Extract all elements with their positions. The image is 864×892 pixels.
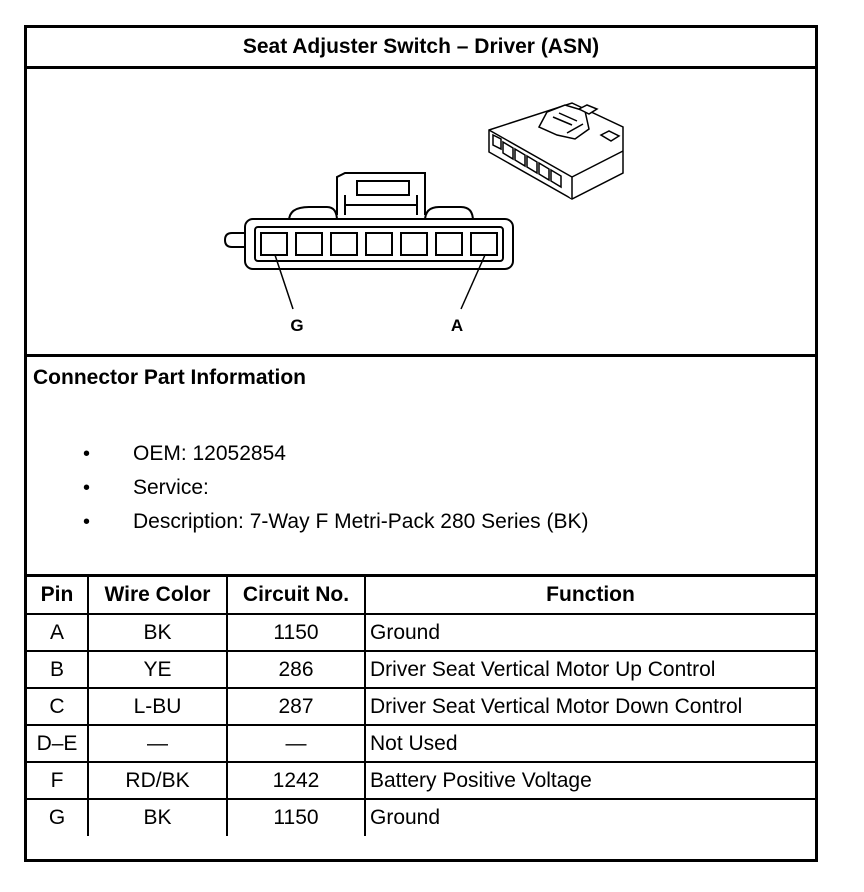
description-value: Description: 7-Way F Metri-Pack 280 Seri… bbox=[133, 510, 589, 533]
page-title: Seat Adjuster Switch – Driver (ASN) bbox=[27, 28, 815, 69]
cell-function: Driver Seat Vertical Motor Down Control bbox=[364, 687, 815, 726]
bullet-icon: • bbox=[83, 510, 91, 533]
cell-pin: C bbox=[27, 687, 89, 726]
cell-pin: B bbox=[27, 650, 89, 689]
bullet-icon: • bbox=[83, 442, 91, 465]
list-item: • Description: 7-Way F Metri-Pack 280 Se… bbox=[83, 505, 589, 539]
cell-function: Battery Positive Voltage bbox=[364, 761, 815, 800]
part-info-list: • OEM: 12052854 • Service: • Description… bbox=[83, 437, 589, 539]
cavity-c bbox=[400, 232, 428, 256]
cell-wire-color: RD/BK bbox=[87, 761, 228, 800]
service-value: Service: bbox=[133, 476, 209, 499]
cell-pin: D–E bbox=[27, 724, 89, 763]
pin-label-a: A bbox=[451, 316, 463, 335]
table-row: G BK 1150 Ground bbox=[27, 798, 815, 836]
cavity-g bbox=[260, 232, 288, 256]
table-header-row: Pin Wire Color Circuit No. Function bbox=[27, 577, 815, 615]
cell-circuit-no: 287 bbox=[226, 687, 366, 726]
header-wire-color: Wire Color bbox=[87, 577, 228, 615]
cell-wire-color: L-BU bbox=[87, 687, 228, 726]
pin-label-g: G bbox=[290, 316, 303, 335]
cavity-f bbox=[295, 232, 323, 256]
cell-circuit-no: 1150 bbox=[226, 613, 366, 652]
cell-function: Ground bbox=[364, 798, 815, 836]
header-function: Function bbox=[364, 577, 815, 615]
connector-part-information: Connector Part Information • OEM: 120528… bbox=[27, 357, 815, 577]
connector-iso-view bbox=[488, 102, 624, 200]
table-row: F RD/BK 1242 Battery Positive Voltage bbox=[27, 761, 815, 800]
cell-function: Not Used bbox=[364, 724, 815, 763]
connector-sheet: Seat Adjuster Switch – Driver (ASN) bbox=[24, 25, 818, 862]
oem-value: OEM: 12052854 bbox=[133, 442, 286, 465]
cavity-a bbox=[470, 232, 498, 256]
connector-drawing: G A bbox=[223, 102, 624, 335]
cell-pin: F bbox=[27, 761, 89, 800]
cell-circuit-no: — bbox=[226, 724, 366, 763]
leader-a bbox=[460, 254, 486, 310]
cell-pin: A bbox=[27, 613, 89, 652]
right-bump bbox=[424, 206, 474, 222]
latch-window bbox=[356, 180, 410, 196]
cavity-e bbox=[330, 232, 358, 256]
cell-wire-color: YE bbox=[87, 650, 228, 689]
connector-diagram: G A bbox=[27, 69, 815, 357]
key-tab bbox=[223, 232, 245, 248]
latch-ribs bbox=[344, 195, 418, 215]
header-pin: Pin bbox=[27, 577, 89, 615]
list-item: • Service: bbox=[83, 471, 589, 505]
cell-wire-color: BK bbox=[87, 798, 228, 836]
pin-table: Pin Wire Color Circuit No. Function A BK… bbox=[27, 577, 815, 836]
cell-circuit-no: 1242 bbox=[226, 761, 366, 800]
cell-function: Driver Seat Vertical Motor Up Control bbox=[364, 650, 815, 689]
table-row: D–E — — Not Used bbox=[27, 724, 815, 763]
table-row: B YE 286 Driver Seat Vertical Motor Up C… bbox=[27, 650, 815, 689]
cell-circuit-no: 1150 bbox=[226, 798, 366, 836]
table-row: C L-BU 287 Driver Seat Vertical Motor Do… bbox=[27, 687, 815, 726]
cell-wire-color: BK bbox=[87, 613, 228, 652]
cavity-b bbox=[435, 232, 463, 256]
table-row: A BK 1150 Ground bbox=[27, 613, 815, 652]
list-item: • OEM: 12052854 bbox=[83, 437, 589, 471]
header-circuit-no: Circuit No. bbox=[226, 577, 366, 615]
bullet-icon: • bbox=[83, 476, 91, 499]
cell-pin: G bbox=[27, 798, 89, 836]
section-heading: Connector Part Information bbox=[33, 366, 307, 389]
left-bump bbox=[288, 206, 338, 222]
cell-wire-color: — bbox=[87, 724, 228, 763]
cell-function: Ground bbox=[364, 613, 815, 652]
leader-g bbox=[274, 254, 294, 310]
cavity-d bbox=[365, 232, 393, 256]
cell-circuit-no: 286 bbox=[226, 650, 366, 689]
